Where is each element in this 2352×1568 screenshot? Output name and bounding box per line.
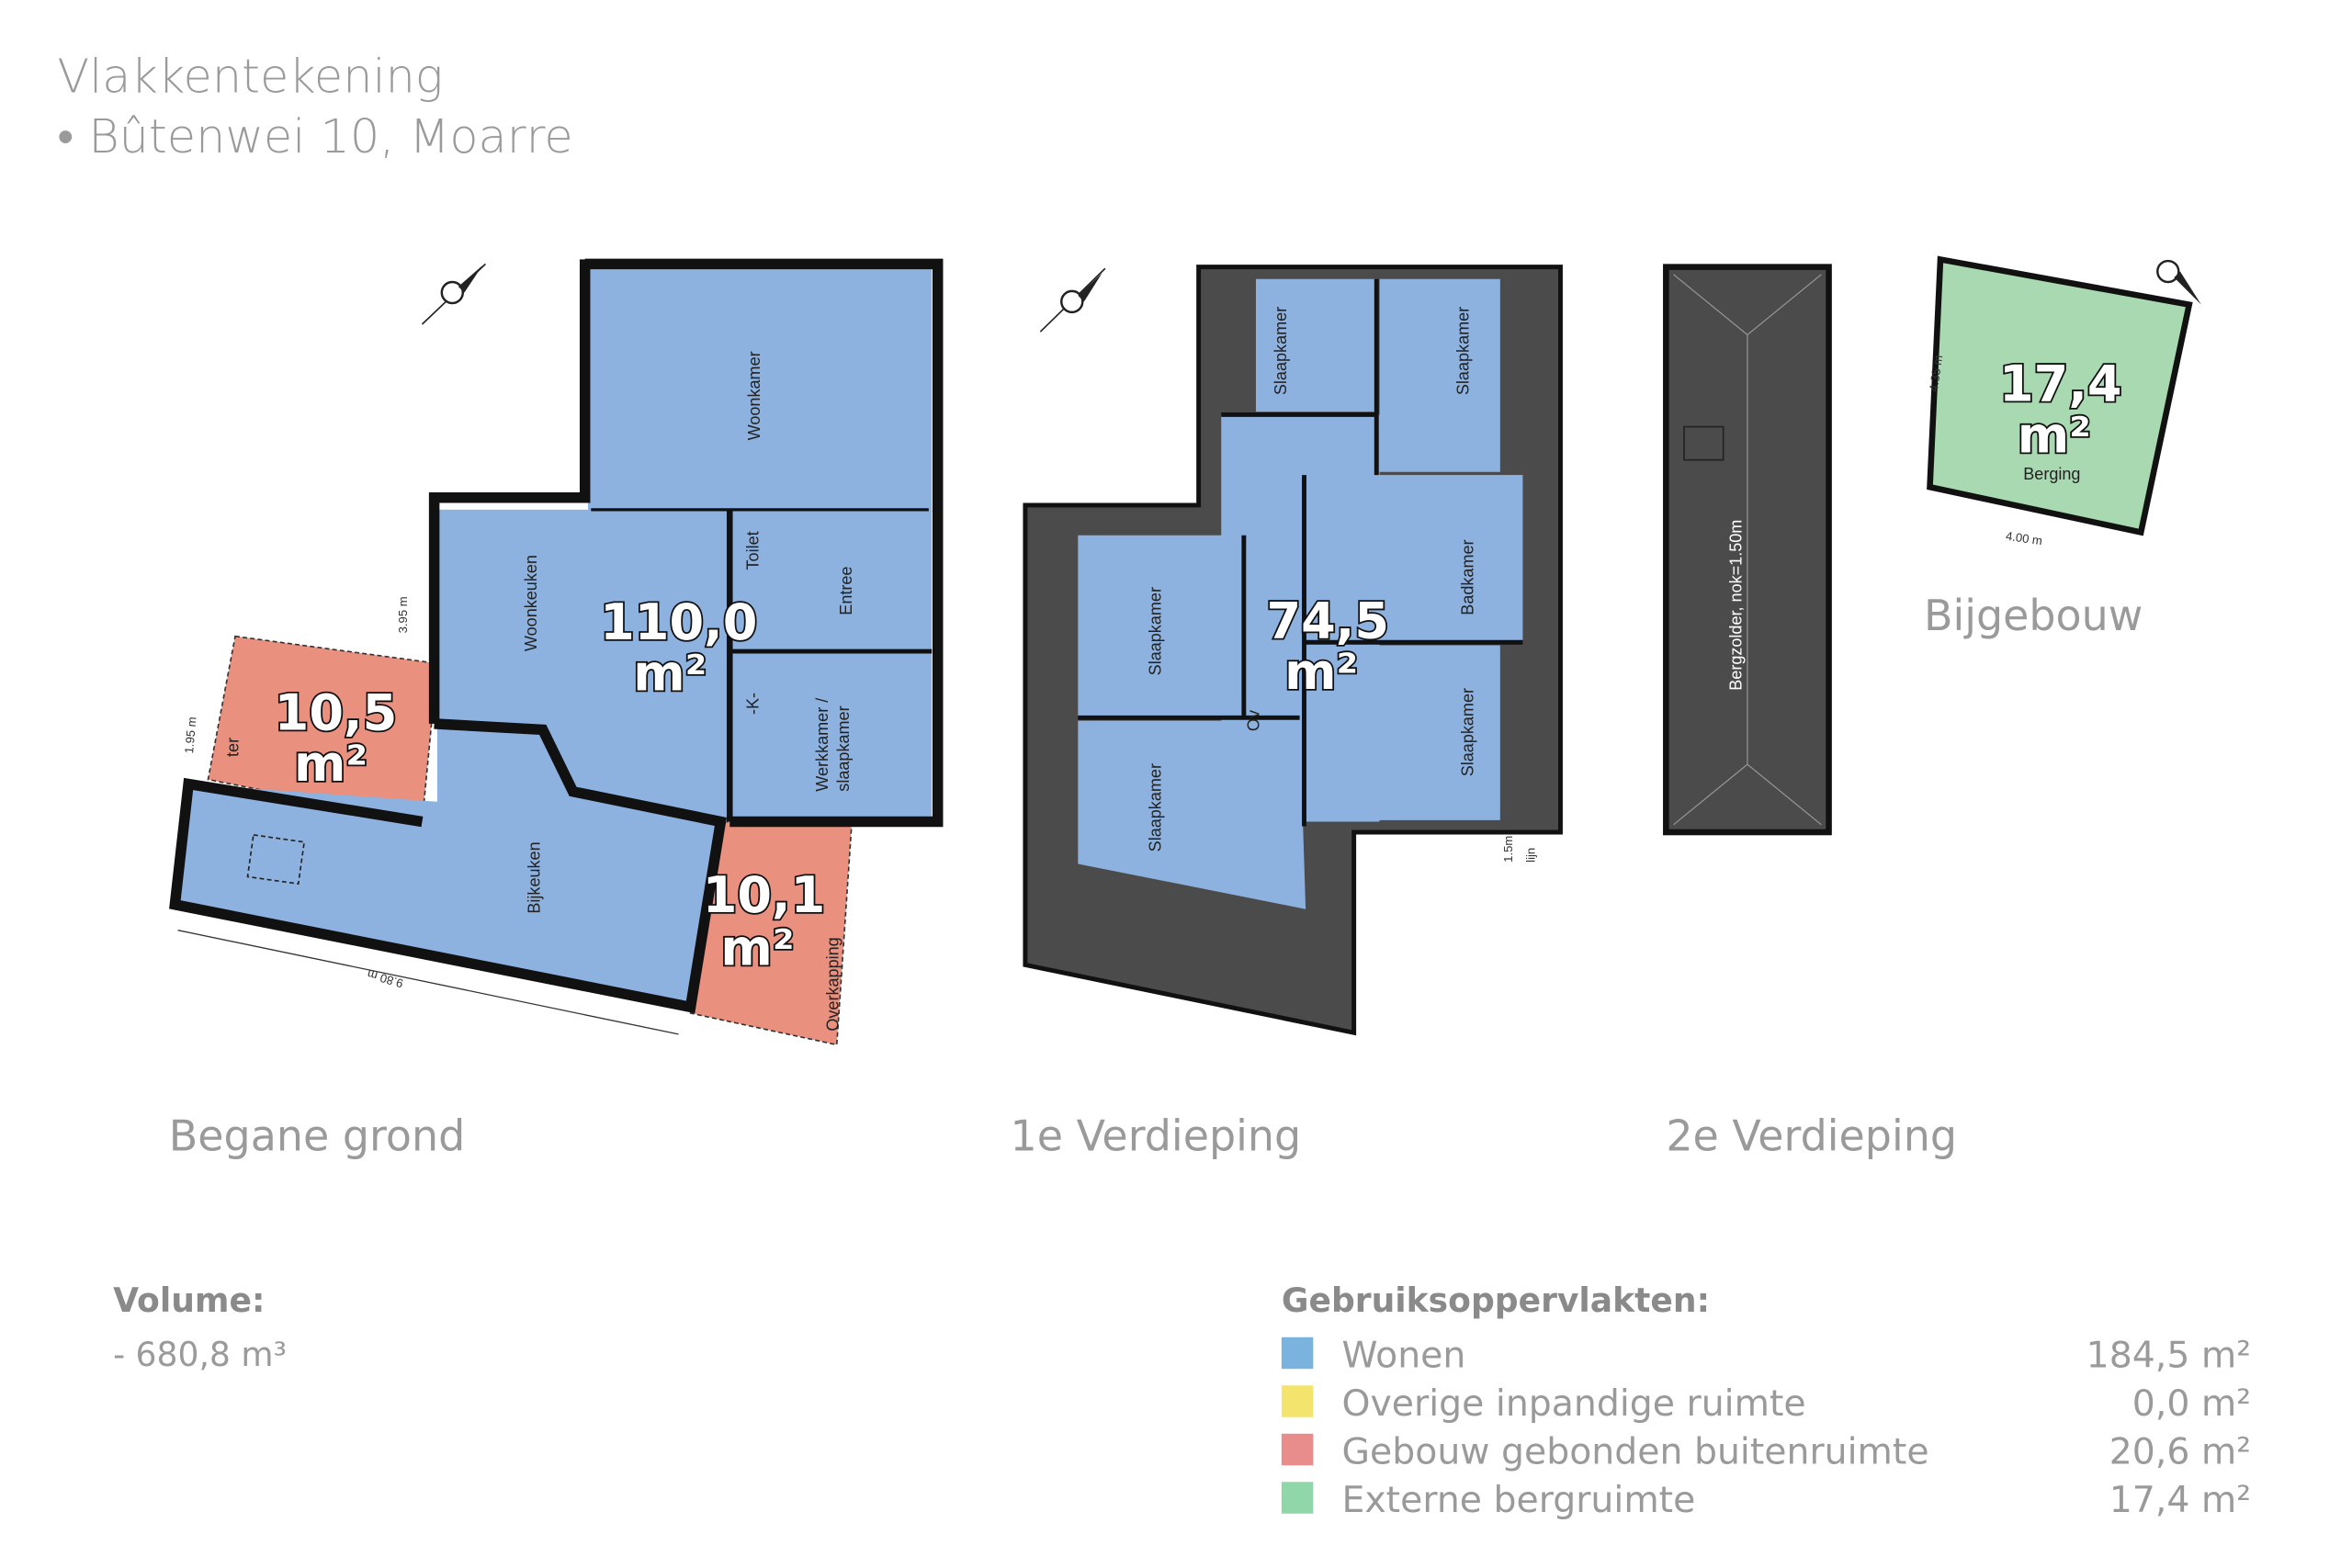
room-label: Ov: [1244, 710, 1262, 731]
legend-swatch: [1281, 1385, 1314, 1417]
area-unit: m²: [2018, 406, 2091, 464]
room-label: Toilet: [743, 531, 762, 570]
legend-swatch: [1281, 1482, 1314, 1514]
room-label: Slaapkamer: [1453, 307, 1472, 395]
area-label: 110,0: [600, 593, 757, 651]
legend-item: Gebouw gebonden buitenruimte 20,6 m²: [1281, 1431, 2251, 1473]
dimension-label: lijn: [1524, 848, 1538, 863]
area-unit: m²: [720, 919, 794, 976]
bijkeuken-room: [175, 784, 721, 1008]
room-label: Slaapkamer: [1272, 307, 1290, 395]
area-label: 10,5: [275, 683, 398, 741]
area-label: 17,4: [1999, 355, 2122, 413]
legend-swatch: [1281, 1433, 1314, 1466]
legend-value: 184,5 m²: [2086, 1335, 2251, 1377]
ground-floor-plan: Woonkamer Woonkeuken Toilet Entree -K- W…: [169, 258, 944, 1160]
legend-label: Overige inpandige ruimte: [1342, 1382, 1806, 1425]
volume-value: - 680,8 m³: [113, 1335, 287, 1374]
room-label: Woonkeuken: [522, 555, 540, 651]
area-unit: m²: [633, 645, 707, 703]
legend-swatch: [1281, 1337, 1314, 1370]
annex-plan: Berging 17,4 m² 4.35 m 4.00 m Bijgebouw: [1924, 255, 2201, 640]
compass-icon: [2156, 259, 2201, 305]
compass-icon: [1039, 267, 1106, 333]
dimension-label: 4.35 m: [1927, 354, 1945, 392]
room-label: Bijkeuken: [525, 841, 543, 913]
area-unit: m²: [294, 735, 368, 793]
dimension-label: 1.95 m: [182, 716, 198, 754]
legend-value: 17,4 m²: [2109, 1479, 2251, 1521]
compass-icon: [421, 263, 486, 325]
legend-label: Externe bergruimte: [1342, 1479, 1696, 1521]
room-label: -K-: [743, 693, 762, 715]
room-label: Slaapkamer: [1147, 763, 1165, 852]
woonkamer-room: [588, 268, 933, 513]
legend-item: Overige inpandige ruimte 0,0 m²: [1281, 1382, 2251, 1425]
legend-item: Wonen 184,5 m²: [1281, 1335, 2251, 1377]
floor-label: 1e Verdieping: [1010, 1111, 1301, 1160]
floor-label: Bijgebouw: [1924, 591, 2143, 640]
area-unit: m²: [1284, 643, 1358, 701]
dimension-label: 4.00 m: [2005, 529, 2043, 547]
room-label: Slaapkamer: [1147, 587, 1165, 675]
dimension-label: 3.95 m: [396, 596, 410, 633]
area-label: 10,1: [703, 866, 826, 924]
floor-label: Begane grond: [169, 1111, 465, 1160]
legend: Gebruiksoppervlakten: Wonen 184,5 m² Ove…: [1281, 1280, 2251, 1521]
room-label: Woonkamer: [745, 351, 763, 440]
floor-label: 2e Verdieping: [1666, 1111, 1957, 1160]
room-label: ter: [223, 738, 242, 757]
page-title: Vlakkentekening: [57, 49, 443, 103]
room-label: Entree: [837, 567, 855, 615]
second-floor-plan: Bergzolder, nok=1.50m 2e Verdieping: [1663, 264, 1957, 1160]
legend-heading: Gebruiksoppervlakten:: [1282, 1280, 1710, 1320]
legend-item: Externe bergruimte 17,4 m²: [1281, 1479, 2251, 1521]
room-label: slaapkamer: [834, 705, 853, 791]
address: • Bûtenwei 10, Moarre: [57, 109, 572, 164]
area-label: 74,5: [1266, 592, 1389, 649]
legend-label: Gebouw gebonden buitenruimte: [1342, 1431, 1929, 1473]
legend-value: 20,6 m²: [2109, 1431, 2251, 1473]
volume-heading: Volume:: [113, 1280, 265, 1320]
room-label: Werkkamer /: [813, 697, 831, 792]
room-label: Bergzolder, nok=1.50m: [1726, 520, 1745, 691]
room-label: Slaapkamer: [1458, 688, 1476, 776]
dimension-label: 1.5m: [1501, 836, 1515, 863]
legend-label: Wonen: [1342, 1335, 1466, 1377]
room-label: Overkapping: [823, 937, 842, 1031]
first-floor-plan: Slaapkamer Slaapkamer Slaapkamer Slaapka…: [1010, 265, 1563, 1160]
legend-value: 0,0 m²: [2132, 1382, 2251, 1425]
room-label: Berging: [2023, 465, 2080, 483]
woonkeuken-room: [436, 509, 933, 822]
room-label: Badkamer: [1458, 539, 1476, 615]
